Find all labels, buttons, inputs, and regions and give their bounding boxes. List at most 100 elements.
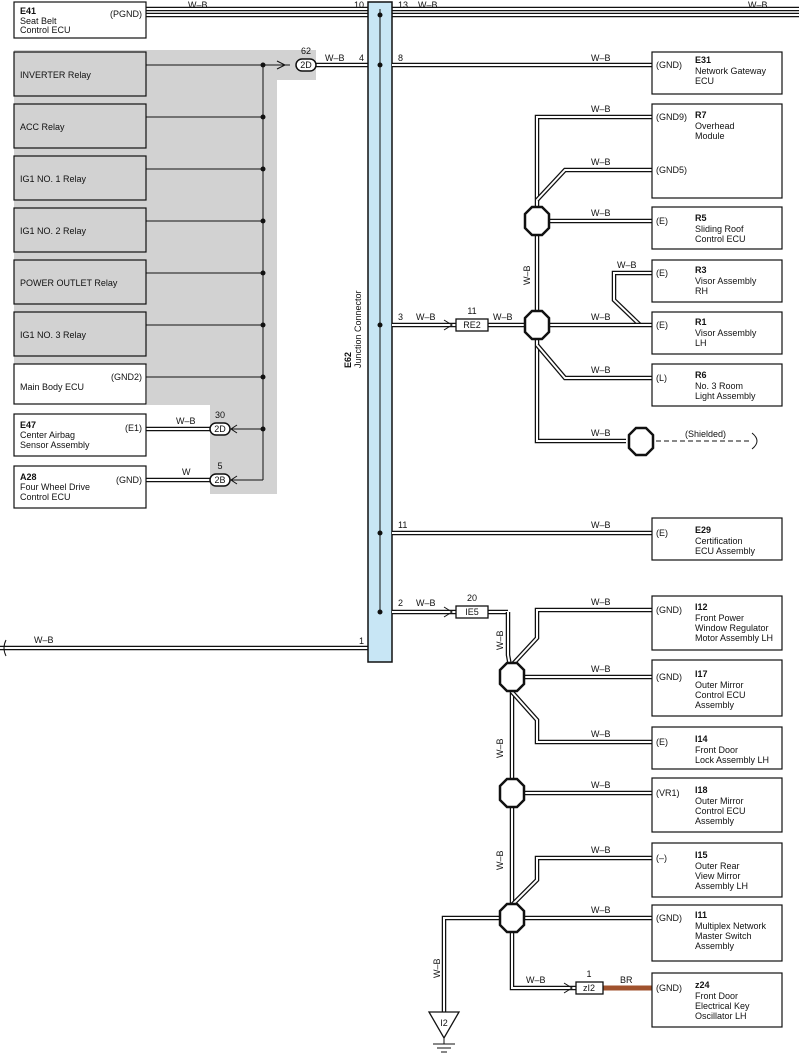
svg-text:Main Body ECU: Main Body ECU [20, 382, 84, 392]
svg-text:30: 30 [215, 410, 225, 420]
junction-dots [377, 12, 383, 615]
junction-point-1 [523, 205, 551, 237]
svg-text:W–B: W–B [591, 597, 611, 607]
junction-code: E62 [343, 352, 353, 368]
svg-text:4: 4 [359, 53, 364, 63]
left-component-power-outlet-relay: POWER OUTLET Relay [13, 259, 147, 305]
svg-text:I11: I11 [695, 910, 707, 920]
svg-text:Front Door: Front Door [695, 745, 738, 755]
svg-text:E47: E47 [20, 420, 36, 430]
svg-text:Outer Rear: Outer Rear [695, 861, 740, 871]
svg-text:(GND): (GND) [656, 913, 682, 923]
right-component-R3: (E) R3 Visor Assembly RH [651, 259, 783, 303]
svg-text:1: 1 [586, 969, 591, 979]
svg-text:W–B: W–B [432, 958, 442, 978]
left-component-A28: A28 Four Wheel Drive Control ECU (GND) [13, 465, 147, 509]
svg-text:E31: E31 [695, 55, 711, 65]
svg-text:2B: 2B [214, 475, 225, 485]
right-component-E29: (E) E29 Certification ECU Assembly [651, 517, 783, 561]
wires-lower-branches [441, 607, 652, 1012]
svg-text:Assembly: Assembly [695, 816, 735, 826]
right-component-I15: (–) I15 Outer Rear View Mirror Assembly … [651, 842, 783, 898]
svg-text:Oscillator LH: Oscillator LH [695, 1011, 747, 1021]
svg-text:View Mirror: View Mirror [695, 871, 740, 881]
svg-text:Center Airbag: Center Airbag [20, 430, 75, 440]
right-component-R6: (L) R6 No. 3 Room Light Assembly [651, 363, 783, 407]
left-component-E41: E41 Seat Belt Control ECU (PGND) [13, 1, 147, 39]
left-component-main-body-ecu: Main Body ECU (GND2) [13, 363, 147, 405]
right-component-I11: (GND) I11 Multiplex Network Master Switc… [651, 904, 783, 962]
connector-IE5-20: IE5 20 [455, 593, 489, 619]
svg-text:W–B: W–B [526, 975, 546, 985]
svg-text:Visor Assembly: Visor Assembly [695, 328, 757, 338]
svg-text:W–B: W–B [176, 416, 196, 426]
svg-text:E29: E29 [695, 525, 711, 535]
svg-text:Overhead: Overhead [695, 121, 735, 131]
svg-text:Assembly LH: Assembly LH [695, 881, 748, 891]
svg-text:W–B: W–B [188, 0, 208, 10]
svg-text:I15: I15 [695, 850, 708, 860]
svg-text:Seat Belt: Seat Belt [20, 16, 57, 26]
left-component-ig1-no2-relay: IG1 NO. 2 Relay [13, 207, 147, 253]
svg-text:W–B: W–B [591, 664, 611, 674]
svg-text:Control ECU: Control ECU [20, 492, 71, 502]
svg-text:W–B: W–B [748, 0, 768, 10]
svg-text:W–B: W–B [416, 312, 436, 322]
svg-text:62: 62 [301, 46, 311, 56]
svg-text:I12: I12 [695, 602, 708, 612]
svg-text:Window Regulator: Window Regulator [695, 623, 769, 633]
left-component-acc-relay: ACC Relay [13, 103, 147, 149]
svg-text:(–): (–) [656, 853, 667, 863]
svg-text:W–B: W–B [591, 780, 611, 790]
junction-point-5 [498, 902, 526, 934]
right-component-R1: (E) R1 Visor Assembly LH [651, 311, 783, 355]
svg-text:E41: E41 [20, 6, 36, 16]
svg-text:2D: 2D [214, 424, 226, 434]
junction-point-2 [523, 309, 551, 341]
right-component-E31: (GND) E31 Network Gateway ECU [651, 51, 783, 95]
shield-terminal [627, 426, 655, 457]
svg-text:10: 10 [354, 0, 364, 10]
svg-text:(GND): (GND) [656, 672, 682, 682]
svg-text:Module: Module [695, 131, 725, 141]
svg-text:W–B: W–B [495, 850, 505, 870]
junction-pin-numbers: 10 13 4 8 3 11 2 1 [354, 0, 408, 646]
svg-text:Control ECU: Control ECU [695, 806, 746, 816]
svg-text:W–B: W–B [591, 208, 611, 218]
svg-text:W–B: W–B [591, 157, 611, 167]
svg-text:(GND5): (GND5) [656, 165, 687, 175]
svg-text:W–B: W–B [522, 265, 532, 285]
wires-left [0, 62, 372, 657]
svg-text:W–B: W–B [591, 53, 611, 63]
right-component-I14: (E) I14 Front Door Lock Assembly LH [651, 726, 783, 770]
svg-text:R1: R1 [695, 317, 707, 327]
wire-e41 [146, 6, 799, 18]
svg-text:W–B: W–B [325, 53, 345, 63]
svg-text:Control ECU: Control ECU [695, 690, 746, 700]
svg-text:W–B: W–B [591, 520, 611, 530]
ground-label: I2 [440, 1018, 448, 1028]
svg-text:IE5: IE5 [465, 607, 479, 617]
right-component-z24: (GND) z24 Front Door Electrical Key Osci… [651, 972, 783, 1028]
svg-text:W–B: W–B [617, 260, 637, 270]
svg-text:W–B: W–B [591, 905, 611, 915]
svg-text:Front Door: Front Door [695, 991, 738, 1001]
svg-text:W–B: W–B [493, 312, 513, 322]
svg-text:Certification: Certification [695, 536, 743, 546]
svg-text:Electrical Key: Electrical Key [695, 1001, 750, 1011]
connector-2B-5: 2B 5 [209, 461, 231, 487]
svg-text:W–B: W–B [591, 104, 611, 114]
svg-text:(L): (L) [656, 373, 667, 383]
svg-text:IG1 NO. 1 Relay: IG1 NO. 1 Relay [20, 174, 87, 184]
svg-text:IG1 NO. 2 Relay: IG1 NO. 2 Relay [20, 226, 87, 236]
svg-text:Outer Mirror: Outer Mirror [695, 796, 744, 806]
svg-text:z24: z24 [695, 980, 710, 990]
svg-text:R6: R6 [695, 370, 707, 380]
svg-text:ACC Relay: ACC Relay [20, 122, 65, 132]
junction-point-3 [498, 661, 526, 693]
right-component-I17: (GND) I17 Outer Mirror Control ECU Assem… [651, 659, 783, 717]
svg-text:Assembly: Assembly [695, 941, 735, 951]
svg-text:W–B: W–B [495, 630, 505, 650]
svg-text:3: 3 [398, 312, 403, 322]
